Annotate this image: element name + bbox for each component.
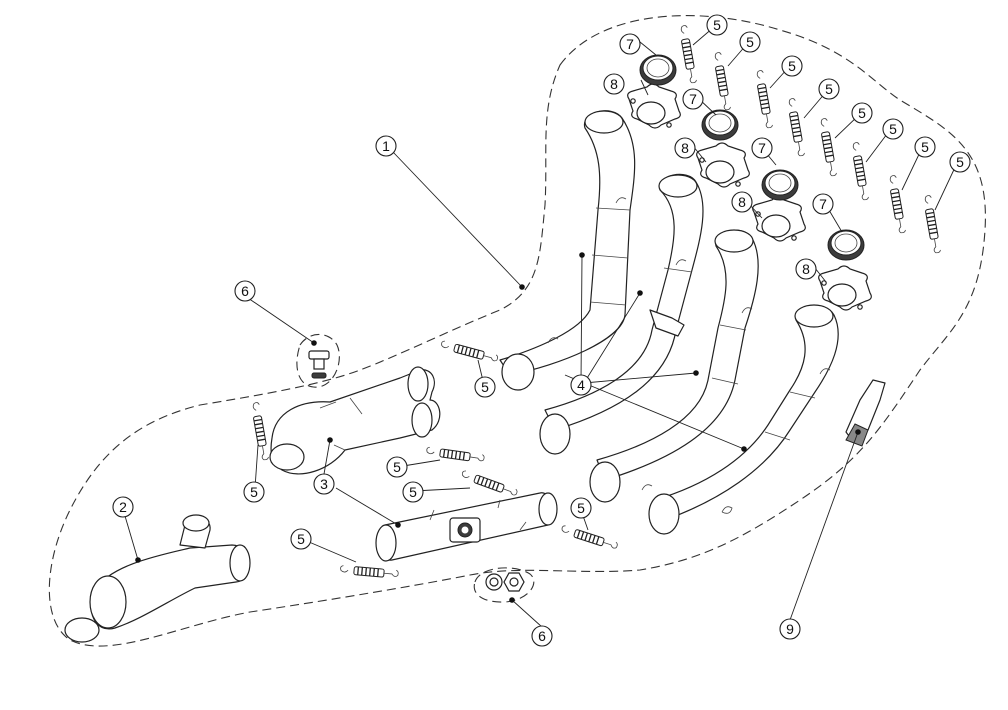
lubricant-tube: [845, 379, 886, 447]
callout-5-b: 5: [739, 31, 761, 53]
fastener-6-boundary: [296, 333, 340, 388]
svg-text:5: 5: [889, 121, 897, 137]
callout-5-m: 5: [570, 497, 592, 519]
collector-pipe: [269, 366, 441, 475]
svg-text:8: 8: [681, 140, 689, 156]
callout-5-n: 5: [290, 528, 312, 550]
callout-5-f: 5: [882, 118, 904, 140]
svg-text:7: 7: [819, 196, 827, 212]
callout-9: 9: [779, 618, 801, 640]
callout-8-a: 8: [603, 73, 625, 95]
flange-4: [818, 265, 872, 311]
callout-5-d: 5: [818, 78, 840, 100]
gasket-1: [639, 54, 677, 86]
callout-7-b: 7: [682, 88, 704, 110]
svg-text:5: 5: [481, 379, 489, 395]
callout-5-l: 5: [402, 481, 424, 503]
gasket-2: [701, 109, 739, 141]
mid-pipe: [375, 492, 558, 562]
gasket-4: [827, 229, 865, 261]
svg-text:5: 5: [956, 154, 964, 170]
flange-1: [627, 83, 681, 129]
callout-2: 2: [112, 496, 134, 518]
svg-text:5: 5: [577, 500, 585, 516]
svg-text:7: 7: [689, 91, 697, 107]
callout-7-c: 7: [751, 137, 773, 159]
svg-text:5: 5: [825, 81, 833, 97]
svg-text:5: 5: [788, 58, 796, 74]
washer-nut: [485, 572, 525, 592]
fastener-bolt: [308, 350, 330, 379]
svg-text:8: 8: [802, 261, 810, 277]
svg-text:6: 6: [241, 283, 249, 299]
svg-text:5: 5: [297, 531, 305, 547]
callout-7-a: 7: [619, 33, 641, 55]
svg-text:8: 8: [738, 194, 746, 210]
callout-5-j: 5: [243, 481, 265, 503]
callout-5-k: 5: [386, 456, 408, 478]
callout-1: 1: [375, 135, 397, 157]
callout-8-b: 8: [674, 137, 696, 159]
svg-text:8: 8: [610, 76, 618, 92]
svg-text:5: 5: [858, 105, 866, 121]
svg-text:7: 7: [758, 140, 766, 156]
callout-5-c: 5: [781, 55, 803, 77]
link-pipe: [64, 514, 251, 643]
washer-6-boundary: [473, 567, 535, 603]
svg-text:4: 4: [577, 377, 585, 393]
callout-8-d: 8: [795, 258, 817, 280]
svg-text:2: 2: [119, 499, 127, 515]
callout-5-a: 5: [706, 14, 728, 36]
assembly-1-boundary: [48, 15, 986, 647]
callout-6-top: 6: [234, 280, 256, 302]
callout-3-upper: 3: [313, 473, 335, 495]
svg-text:5: 5: [409, 484, 417, 500]
svg-text:7: 7: [626, 36, 634, 52]
svg-text:5: 5: [250, 484, 258, 500]
svg-text:5: 5: [393, 459, 401, 475]
svg-text:5: 5: [921, 139, 929, 155]
callout-7-d: 7: [812, 193, 834, 215]
callout-8-c: 8: [731, 191, 753, 213]
leader-lines: [124, 26, 959, 628]
callout-5-i: 5: [474, 376, 496, 398]
callout-5-g: 5: [914, 136, 936, 158]
callout-4: 4: [570, 374, 592, 396]
callout-5-h: 5: [949, 151, 971, 173]
callout-5-e: 5: [851, 102, 873, 124]
svg-text:3: 3: [320, 476, 328, 492]
flange-3: [752, 196, 806, 242]
svg-text:6: 6: [538, 628, 546, 644]
svg-text:1: 1: [382, 138, 390, 154]
svg-text:9: 9: [786, 621, 794, 637]
gasket-3: [761, 169, 799, 201]
svg-text:5: 5: [746, 34, 754, 50]
svg-text:5: 5: [713, 17, 721, 33]
callout-6-bottom: 6: [531, 625, 553, 647]
header-pipes: [499, 110, 839, 535]
flange-2: [696, 142, 750, 188]
